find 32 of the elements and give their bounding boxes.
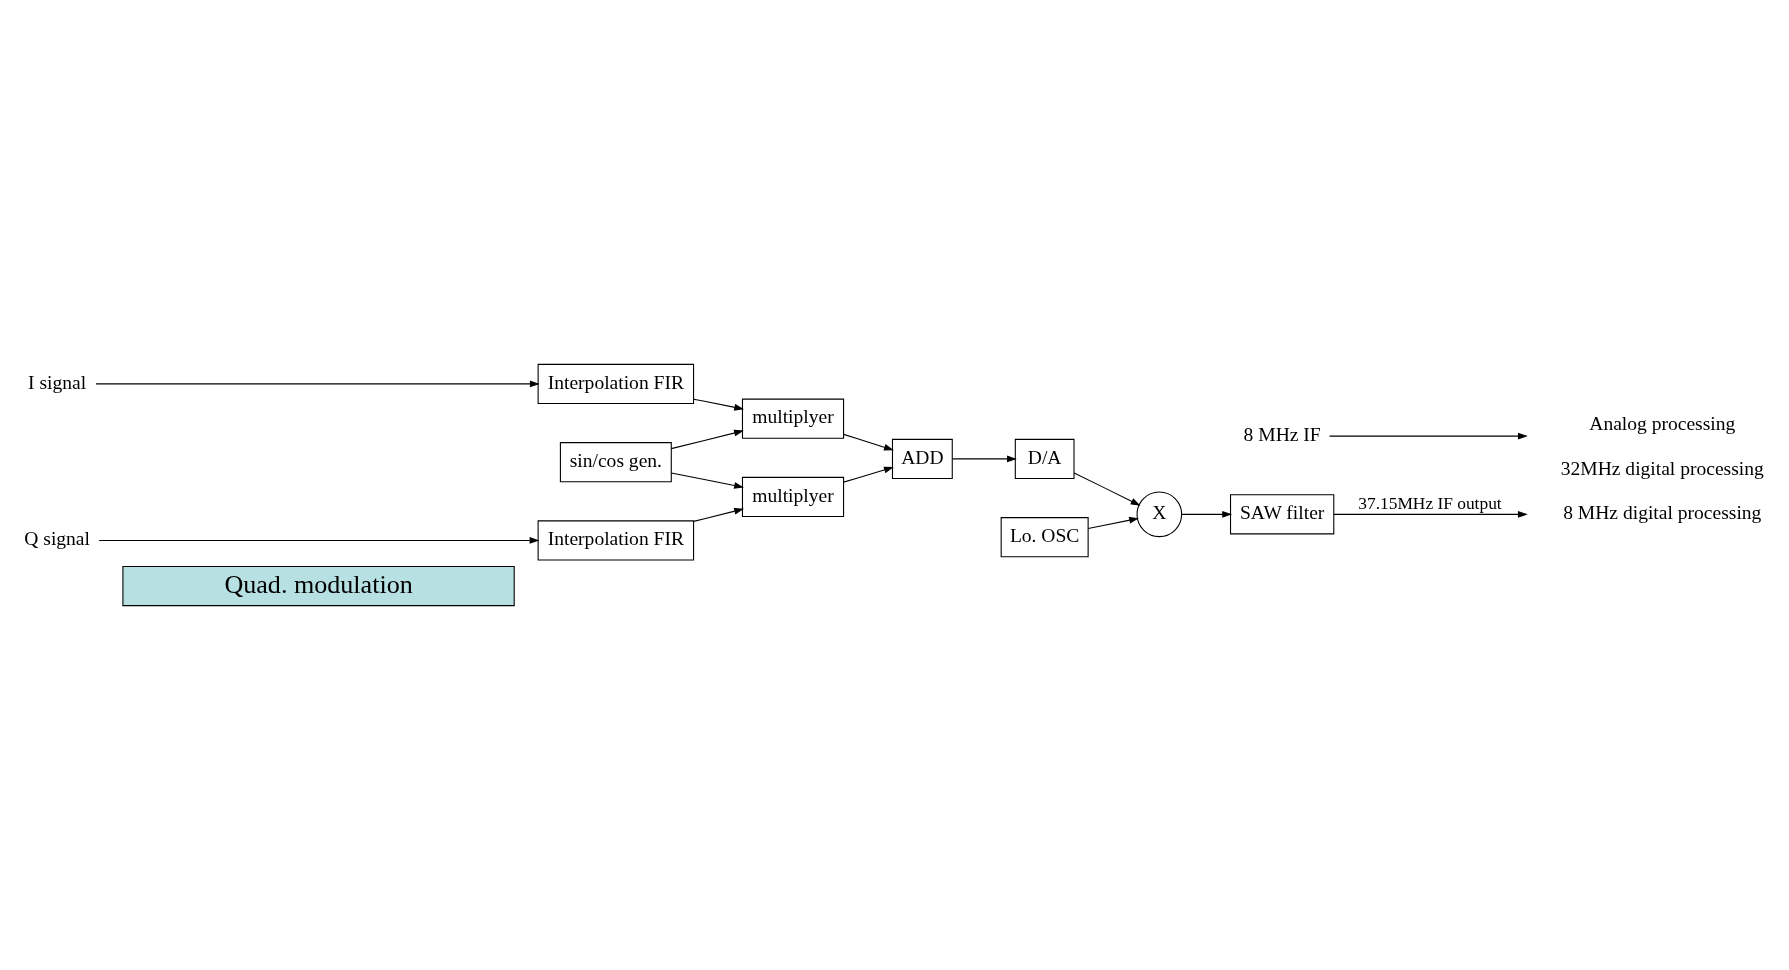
arrow [670,429,744,450]
arrow [843,466,894,483]
label: Analog processing [1589,413,1736,434]
node-box: sin/cos gen. [559,442,672,483]
edge-label: 37.15MHz IF output [1358,493,1502,513]
arrow [843,433,894,451]
label: 8 MHz digital processing [1563,502,1762,524]
arrow [95,380,540,388]
node-box: ADD [891,438,953,480]
arrow [693,507,745,522]
node-box: multiplyer [741,398,845,439]
arrow [1328,432,1528,440]
arrow [1087,516,1139,530]
node-box: Quad. modulation [122,565,515,607]
arrow [1073,472,1141,506]
node-text: 8 MHz IF [1243,423,1321,445]
node-box: Interpolation FIR [537,520,695,561]
label: 32MHz digital processing [1560,457,1764,479]
node-box: D/A [1014,438,1075,480]
node-text: I signal [28,371,87,393]
node-box: SAW filter [1230,494,1335,535]
node-circle: X [1136,491,1183,538]
node-box: multiplyer [741,476,845,518]
node-text: Q signal [24,528,90,550]
node-box: Interpolation FIR [537,363,695,405]
arrow [952,455,1017,463]
arrow [670,472,744,489]
arrow [693,398,745,411]
arrow [1333,510,1528,518]
arrow [98,537,540,544]
node-box: Lo. OSC [1000,517,1089,558]
arrow [1181,510,1233,518]
